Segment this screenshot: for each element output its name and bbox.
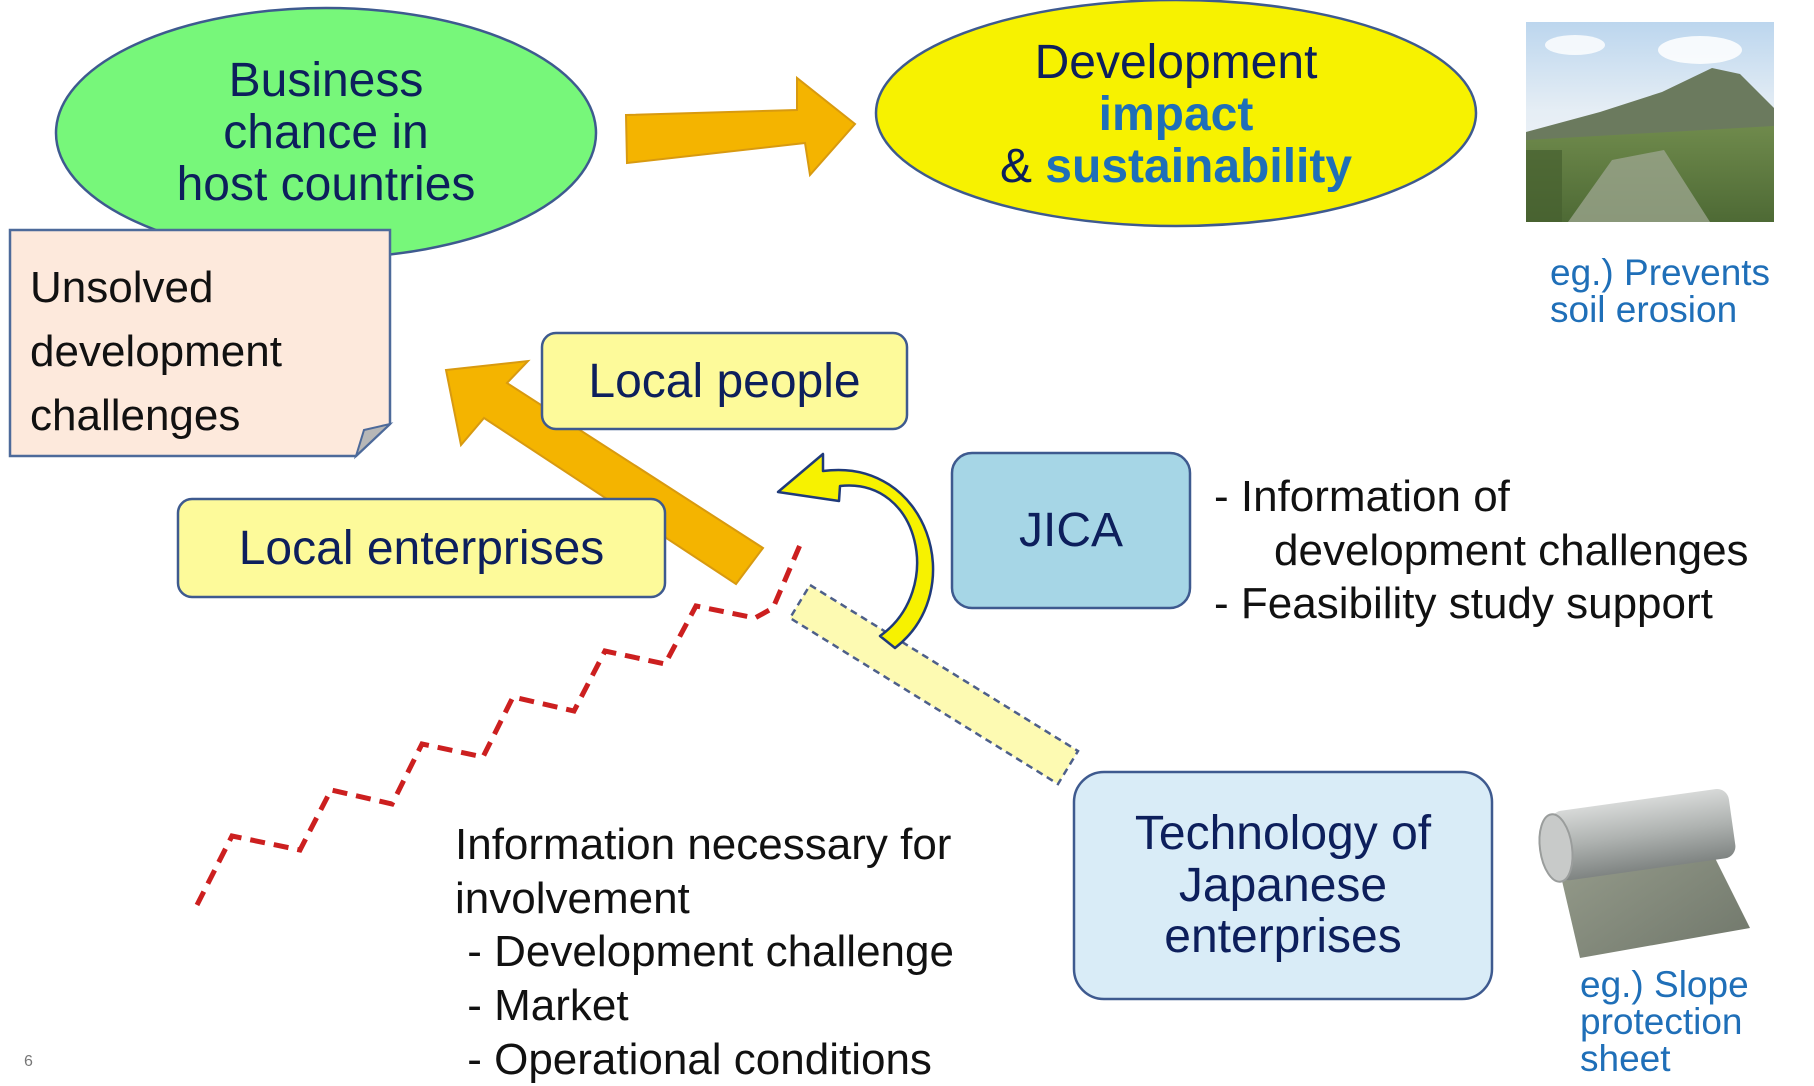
unsolved-challenges-text: Unsolved development challenges bbox=[30, 256, 282, 447]
local-enterprises-label: Local enterprises bbox=[238, 521, 605, 575]
sustainability-label: sustainability bbox=[1045, 139, 1353, 193]
information-line: - Development challenge bbox=[455, 927, 954, 977]
technology-line: enterprises bbox=[1164, 910, 1402, 964]
protection-sheet-photo bbox=[1538, 788, 1750, 958]
jica-support-item: - Feasibility study support bbox=[1214, 579, 1713, 629]
development-impact-node: Development impact & sustainability bbox=[916, 24, 1436, 206]
caption-line: eg.) Prevents bbox=[1550, 252, 1771, 293]
unsolved-line: Unsolved bbox=[30, 263, 214, 312]
caption-line: sheet bbox=[1580, 1038, 1671, 1079]
technology-line: Technology of bbox=[1134, 806, 1432, 860]
local-people-box bbox=[540, 331, 909, 431]
technology-node: Technology of Japanese enterprises bbox=[1074, 772, 1492, 999]
business-chance-line: host countries bbox=[176, 157, 476, 211]
impact-arrow-horizontal bbox=[624, 75, 857, 178]
slope-protection-caption: eg.) Slope protection sheet bbox=[1580, 966, 1749, 1077]
landscape-photo bbox=[1526, 22, 1774, 222]
jica-label: JICA bbox=[1018, 504, 1123, 557]
caption-line: soil erosion bbox=[1550, 289, 1738, 330]
information-needed-list: Information necessary for involvement - … bbox=[455, 818, 954, 1086]
development-label: Development bbox=[1034, 36, 1318, 90]
ampersand-label: & bbox=[999, 139, 1046, 193]
caption-line: protection bbox=[1580, 1001, 1743, 1042]
jica-support-item: development challenges bbox=[1274, 525, 1749, 575]
business-chance-line: Business bbox=[228, 54, 424, 108]
technology-transfer-bar bbox=[788, 583, 1080, 786]
business-chance-line: chance in bbox=[223, 106, 429, 160]
curved-arrow-icon bbox=[776, 452, 935, 650]
business-chance-node: Business chance in host countries bbox=[96, 38, 556, 228]
technology-line: Japanese bbox=[1178, 858, 1388, 912]
local-enterprises-box bbox=[176, 497, 667, 599]
progress-staircase-line bbox=[194, 544, 803, 907]
soil-erosion-caption: eg.) Prevents soil erosion bbox=[1550, 254, 1770, 328]
page-number: 6 bbox=[24, 1053, 33, 1070]
jica-support-item: - Information of bbox=[1214, 472, 1510, 521]
unsolved-line: challenges bbox=[30, 390, 241, 440]
caption-line: eg.) Slope bbox=[1580, 964, 1749, 1005]
jica-support-list: - Information of development challenges … bbox=[1214, 470, 1749, 631]
impact-arrow-diagonal bbox=[444, 359, 765, 586]
local-people-label: Local people bbox=[588, 354, 861, 408]
information-line: - Market bbox=[455, 981, 629, 1031]
technology-box bbox=[1072, 770, 1494, 1001]
development-impact-ellipse bbox=[874, 0, 1478, 228]
information-line: involvement bbox=[455, 873, 690, 923]
unsolved-line: development bbox=[30, 326, 282, 376]
information-line: Information necessary for bbox=[455, 820, 952, 869]
note-fold-corner bbox=[353, 422, 394, 460]
impact-label: impact bbox=[1098, 88, 1254, 142]
jica-box bbox=[950, 451, 1192, 610]
information-line: - Operational conditions bbox=[455, 1034, 932, 1084]
